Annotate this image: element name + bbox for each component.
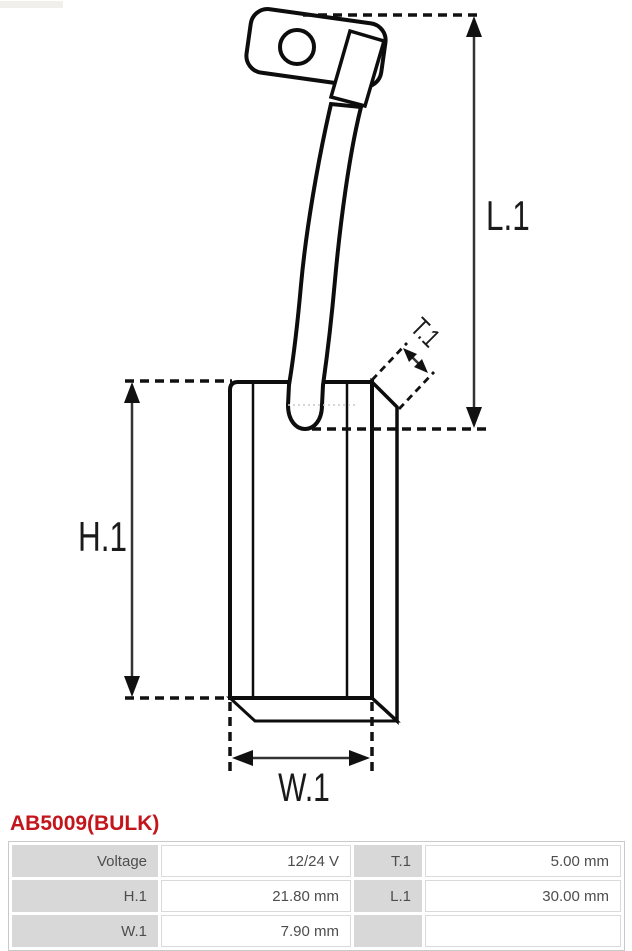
arrowhead-down: [124, 676, 140, 697]
dimension-label-t1: T.1: [404, 312, 445, 353]
product-drawing-area: L.1 H.1 W.1 T.1: [0, 1, 530, 810]
dimension-h1: H.1: [78, 379, 232, 700]
spec-value-cell: 12/24 V: [161, 845, 351, 877]
dimension-w1: W.1: [228, 702, 374, 810]
dimension-label-w1: W.1: [278, 766, 330, 810]
arrowhead-upleft: [403, 348, 417, 362]
lug-hole: [278, 28, 316, 66]
dimension-label-h1: H.1: [78, 513, 127, 561]
brush-side-face: [370, 377, 399, 725]
spec-label-cell: L.1: [354, 880, 422, 912]
dimension-label-l1: L.1: [486, 192, 530, 240]
extension-line: [397, 371, 436, 410]
brush-body: [226, 377, 401, 725]
spec-row: Voltage 12/24 V T.1 5.00 mm: [12, 845, 621, 877]
terminal-crimp-tab: [328, 28, 387, 109]
lead-wire: [285, 101, 364, 431]
arrowhead-down: [466, 407, 482, 428]
arrowhead-up: [466, 16, 482, 37]
spec-label-cell: T.1: [354, 845, 422, 877]
spec-label-cell: H.1: [12, 880, 158, 912]
watermark-artifact: [0, 1, 63, 8]
spec-row: H.1 21.80 mm L.1 30.00 mm: [12, 880, 621, 912]
arrowhead-right: [349, 750, 370, 766]
brush-front-face: [228, 380, 374, 700]
extension-line: [370, 342, 409, 381]
spec-table: Voltage 12/24 V T.1 5.00 mm H.1 21.80 mm…: [8, 841, 625, 951]
spec-label-cell: [354, 915, 422, 947]
dimension-l1: L.1: [303, 13, 530, 431]
arrowhead-left: [232, 750, 253, 766]
arrowhead-up: [124, 382, 140, 403]
spec-label-cell: Voltage: [12, 845, 158, 877]
part-number-title: AB5009(BULK): [10, 812, 160, 835]
arrowhead-downright: [414, 359, 428, 373]
spec-label-cell: W.1: [12, 915, 158, 947]
spec-value-cell: 5.00 mm: [425, 845, 621, 877]
spec-value-cell: 30.00 mm: [425, 880, 621, 912]
product-technical-drawing: L.1 H.1 W.1 T.1: [0, 1, 530, 810]
spec-value-cell: 7.90 mm: [161, 915, 351, 947]
spec-value-cell: 21.80 mm: [161, 880, 351, 912]
spec-value-cell: [425, 915, 621, 947]
spec-row: W.1 7.90 mm: [12, 915, 621, 947]
